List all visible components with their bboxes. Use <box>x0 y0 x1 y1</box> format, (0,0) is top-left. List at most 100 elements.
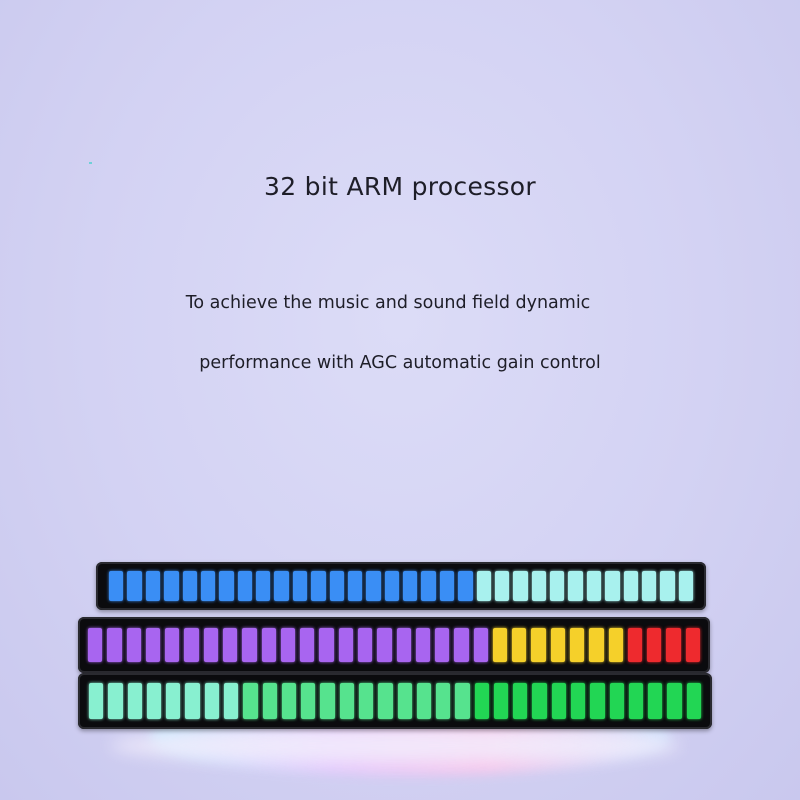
led-segment <box>185 683 200 719</box>
led-segment <box>686 683 701 719</box>
speck <box>89 162 92 164</box>
led-segment <box>145 571 161 601</box>
led-segment <box>378 683 393 719</box>
led-segment <box>127 683 142 719</box>
led-segment <box>474 683 489 719</box>
led-segment <box>455 683 470 719</box>
led-segment <box>204 683 219 719</box>
led-segment <box>678 571 693 601</box>
led-segment <box>366 571 381 601</box>
led-segment <box>648 683 663 719</box>
led-segment <box>357 628 373 662</box>
led-segment <box>647 628 662 662</box>
led-segment <box>164 571 179 601</box>
led-segment <box>223 683 239 719</box>
led-segment <box>512 628 527 662</box>
led-segment <box>397 683 412 719</box>
led-segment <box>531 628 546 662</box>
led-segment <box>551 683 567 719</box>
led-segment <box>127 571 142 601</box>
led-segment <box>396 628 411 662</box>
led-segment <box>89 683 104 719</box>
led-segment <box>513 683 528 719</box>
led-segment <box>274 571 289 601</box>
led-segment <box>165 628 180 662</box>
led-bar-green <box>78 673 712 729</box>
led-segment <box>570 628 585 662</box>
led-segment <box>256 571 271 601</box>
led-segment <box>281 683 297 719</box>
base-reflection <box>110 728 680 763</box>
led-segment <box>609 683 624 719</box>
led-segment <box>531 571 546 601</box>
led-segment <box>243 683 258 719</box>
led-segment <box>513 571 528 601</box>
led-segment <box>586 571 602 601</box>
led-segment <box>311 571 326 601</box>
led-segment <box>347 571 363 601</box>
led-segment <box>492 628 508 662</box>
led-segment <box>88 628 103 662</box>
led-segment <box>476 571 491 601</box>
headline: 32 bit ARM processor <box>264 172 536 201</box>
led-segment <box>262 683 277 719</box>
led-segment <box>627 628 643 662</box>
led-segment <box>685 628 700 662</box>
led-segment <box>628 683 644 719</box>
led-segment <box>589 628 604 662</box>
led-segment <box>292 571 308 601</box>
led-segment <box>493 683 509 719</box>
led-segment <box>494 571 510 601</box>
led-segment <box>200 571 216 601</box>
led-segment <box>219 571 234 601</box>
led-segment <box>454 628 469 662</box>
led-segment <box>109 571 124 601</box>
led-segment <box>166 683 181 719</box>
led-segment <box>667 683 682 719</box>
led-segment <box>338 628 353 662</box>
description-line-2: performance with AGC automatic gain cont… <box>199 353 601 373</box>
led-segment <box>416 683 432 719</box>
led-segment <box>608 628 623 662</box>
led-segment <box>473 628 488 662</box>
led-segment <box>126 628 141 662</box>
led-segment <box>532 683 547 719</box>
led-segment <box>300 628 315 662</box>
led-segment <box>605 571 620 601</box>
led-segment <box>339 683 354 719</box>
led-segment <box>320 683 335 719</box>
led-segment <box>203 628 218 662</box>
led-segment <box>146 683 162 719</box>
led-bar-purple <box>78 617 710 673</box>
led-segment <box>435 628 450 662</box>
led-segment <box>571 683 586 719</box>
led-segment <box>319 628 334 662</box>
led-segment <box>623 571 638 601</box>
description-line-1: To achieve the music and sound field dyn… <box>185 293 591 313</box>
led-bar-blue <box>96 562 706 610</box>
led-segment <box>384 571 399 601</box>
led-segment <box>222 628 238 662</box>
led-segment <box>666 628 681 662</box>
led-segment <box>329 571 344 601</box>
led-segment <box>458 571 473 601</box>
led-segment <box>550 571 565 601</box>
led-segment <box>108 683 123 719</box>
led-segment <box>182 571 197 601</box>
led-segment <box>403 571 418 601</box>
led-segment <box>660 571 675 601</box>
led-segment <box>280 628 296 662</box>
led-segment <box>242 628 257 662</box>
led-segment <box>107 628 122 662</box>
led-segment <box>641 571 657 601</box>
led-segment <box>590 683 605 719</box>
led-segment <box>301 683 316 719</box>
led-segment <box>377 628 392 662</box>
led-segment <box>550 628 566 662</box>
led-segment <box>261 628 276 662</box>
led-segment <box>436 683 451 719</box>
led-segment <box>237 571 252 601</box>
led-segment <box>415 628 431 662</box>
led-segment <box>145 628 161 662</box>
led-segment <box>358 683 374 719</box>
